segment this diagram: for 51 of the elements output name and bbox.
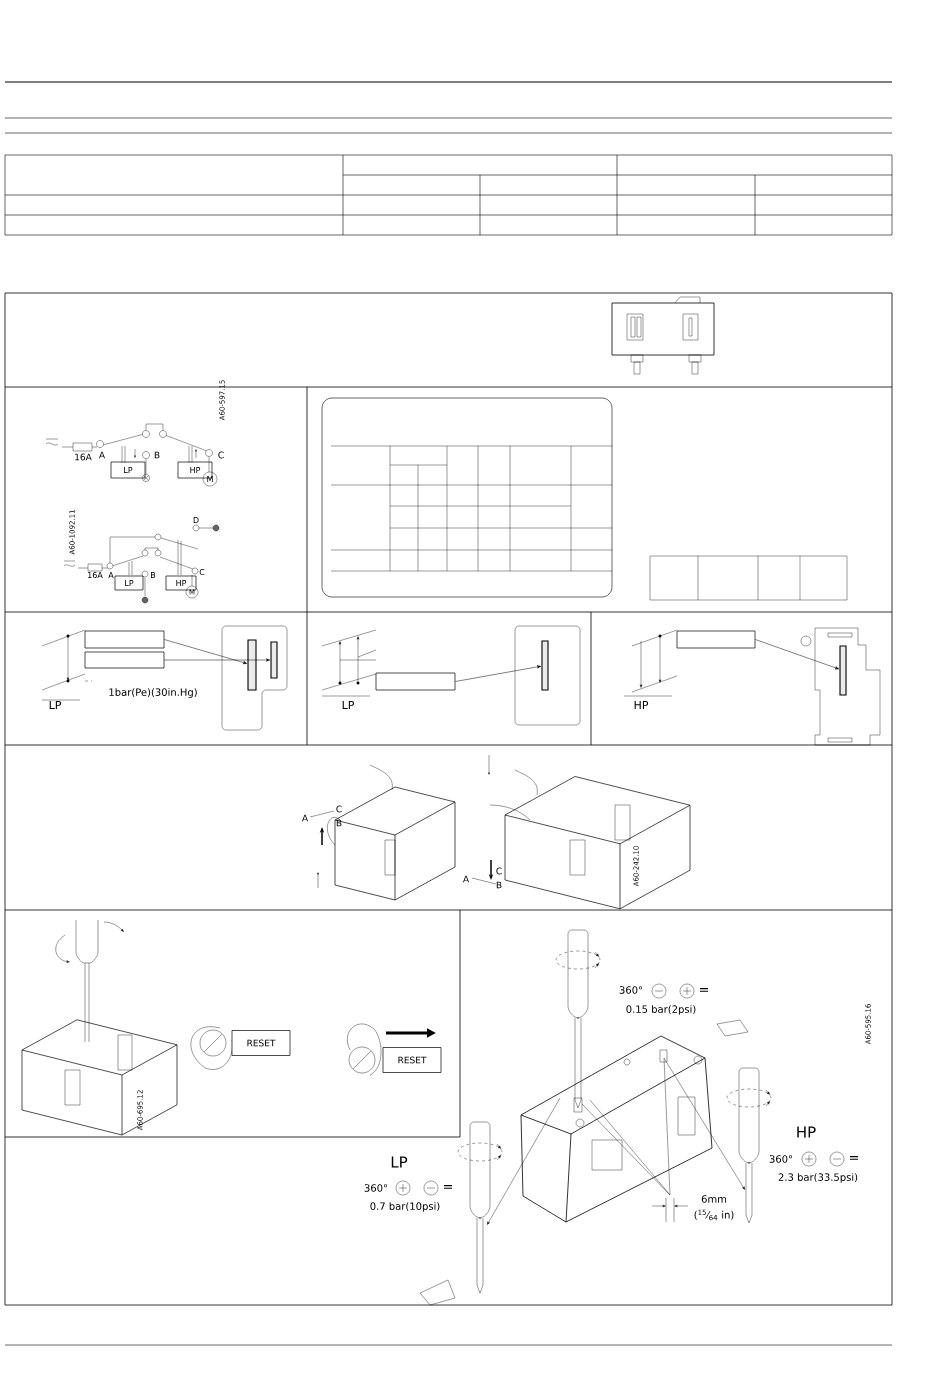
callout-label: HP [634, 701, 649, 709]
callout-label: A [302, 814, 308, 822]
callout-label: = [699, 988, 709, 992]
scale-slot [839, 645, 847, 696]
callout-label: 0.7 bar(10psi) [370, 1202, 440, 1212]
setting-box [676, 630, 756, 649]
scale-slot [541, 640, 549, 691]
reset-button: RESET [382, 1047, 442, 1073]
arrow [164, 658, 270, 662]
callout-label: 2.3 bar(33.5psi) [778, 1173, 858, 1183]
callout-label: = [849, 1156, 859, 1160]
callout-label: LP [49, 701, 61, 709]
arrow [755, 639, 840, 670]
callout-label: B [336, 819, 342, 827]
reset-button: RESET [231, 1030, 291, 1056]
setting-box [375, 672, 456, 691]
callout-label: A [99, 451, 105, 459]
callout-label: LP [124, 467, 133, 473]
callout-label: LP [125, 580, 134, 586]
arrow [164, 639, 247, 664]
callout-label: 0.15 bar(2psi) [626, 1005, 696, 1015]
callout-label: LP [391, 1156, 408, 1168]
callout-label: B [151, 572, 156, 578]
callout-label: 6mm [701, 1195, 727, 1203]
scale-slot [270, 641, 278, 679]
callout-label: B [496, 881, 502, 889]
callout-label: C [199, 568, 205, 576]
callout-label: D [193, 517, 199, 523]
callout-label: B [154, 451, 160, 459]
callout-label: = [443, 1185, 453, 1189]
scale-slot [247, 639, 257, 691]
callout-label: C [218, 451, 224, 459]
callout-label: 1bar(Pe)(30in.Hg) [109, 688, 197, 698]
callout-label: LP [342, 701, 354, 709]
setting-box [84, 651, 165, 669]
callout-label: HP [190, 467, 201, 473]
callout-label: C [336, 805, 342, 813]
callout-label: 16A [88, 571, 103, 579]
callout-label: A [463, 875, 469, 883]
arrow [455, 665, 541, 682]
callout-label: HP [797, 1126, 816, 1138]
callout-label: 16A [75, 453, 92, 461]
callout-label: C [496, 867, 502, 875]
callout-label: 360° [619, 986, 643, 994]
callout-label: M [207, 476, 213, 482]
callout-label: HP [176, 580, 187, 586]
callout-label: A [108, 572, 114, 578]
setting-box [84, 630, 165, 649]
callout-label: 360° [769, 1155, 793, 1163]
callout-label: 360° [364, 1184, 388, 1192]
callout-label: ($^{15}$⁄$_{64}$ in) [694, 1209, 734, 1221]
